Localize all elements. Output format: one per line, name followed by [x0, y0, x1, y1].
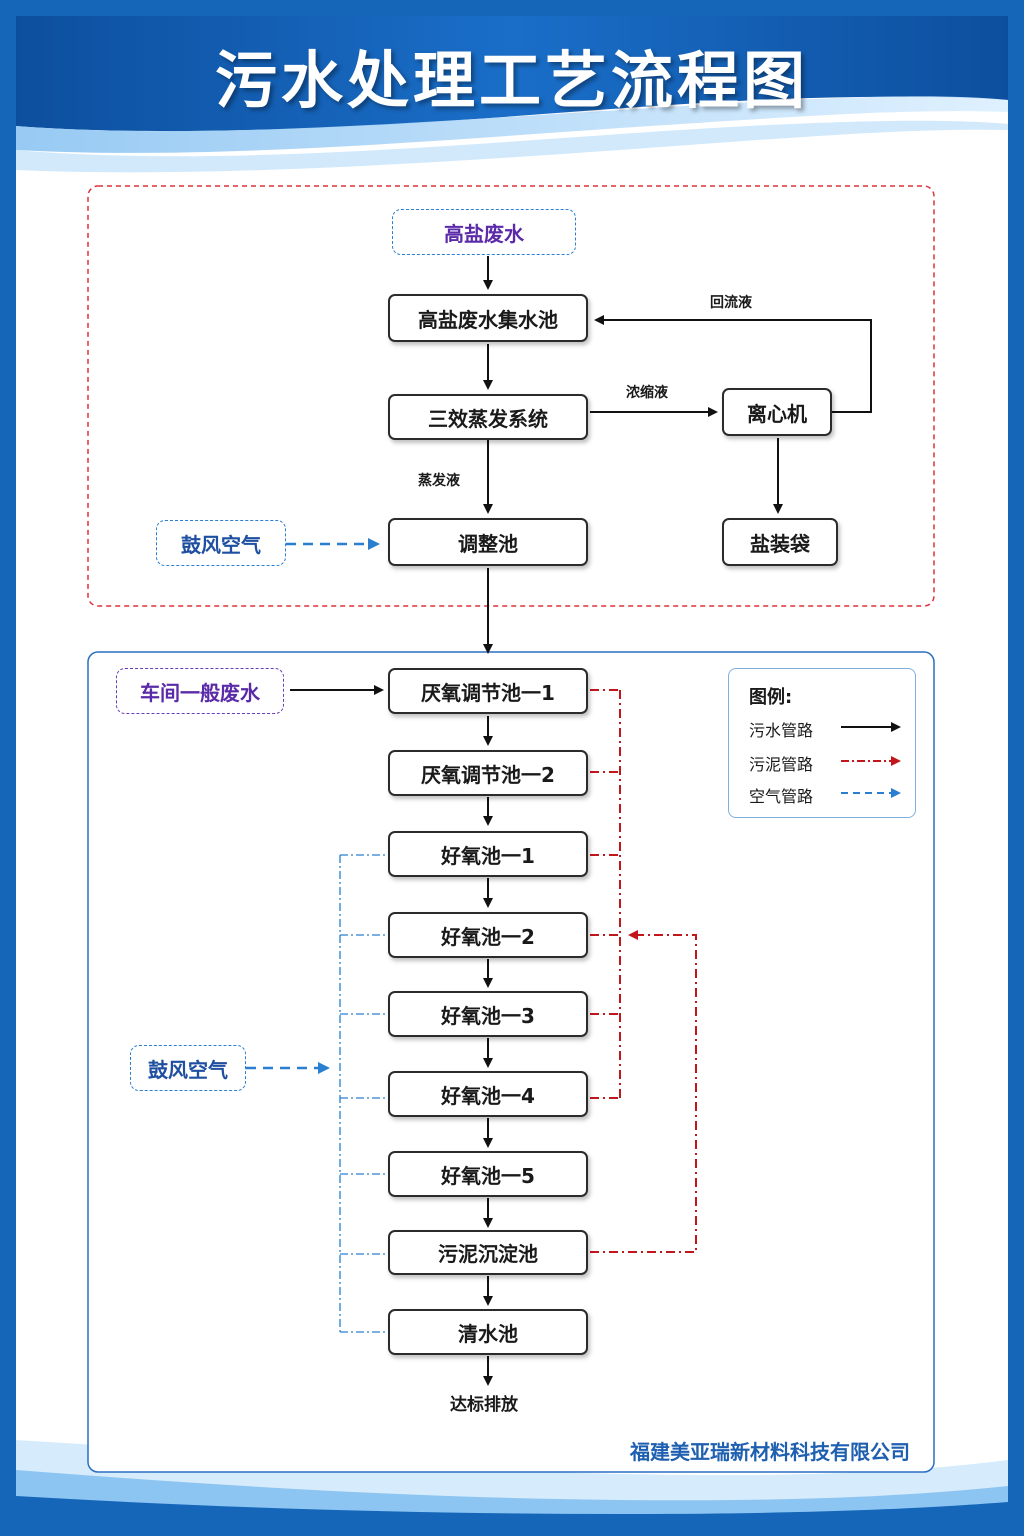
legend-swatches [841, 722, 901, 798]
legend-title: 图例: [749, 687, 793, 708]
legend-item-wastewater: 污水管路 [749, 721, 814, 740]
clear-water-tank: 清水池 [388, 1309, 588, 1355]
general-wastewater-section-frame [87, 651, 935, 1473]
legend-item-air: 空气管路 [749, 787, 814, 806]
high-salt-wastewater-source: 高盐废水 [392, 209, 576, 255]
label-evaporate: 蒸发液 [418, 473, 460, 489]
adjustment-pool: 调整池 [388, 518, 588, 566]
aerobic-tank-2: 好氧池一2 [388, 912, 588, 958]
anaerobic-tank-2: 厌氧调节池一2 [388, 750, 588, 796]
company-name: 福建美亚瑞新材料科技有限公司 [630, 1440, 910, 1464]
label-concentrate: 浓缩液 [626, 385, 668, 401]
salt-bagging: 盐装袋 [722, 518, 838, 566]
aerobic-tank-3: 好氧池一3 [388, 991, 588, 1037]
aerobic-tank-5: 好氧池一5 [388, 1151, 588, 1197]
general-wastewater-source: 车间一般废水 [116, 668, 284, 714]
triple-effect-evaporator: 三效蒸发系统 [388, 394, 588, 440]
blower-air-source-top: 鼓风空气 [156, 520, 286, 566]
label-reflux: 回流液 [710, 295, 752, 311]
legend: 图例: 污水管路 污泥管路 空气管路 [728, 668, 916, 818]
arrow-reflux [594, 315, 872, 413]
air-distribution-lines [339, 854, 388, 1333]
blower-air-source-bottom: 鼓风空气 [130, 1045, 246, 1091]
sludge-settling-tank: 污泥沉淀池 [388, 1230, 588, 1275]
high-salt-collection-pool: 高盐废水集水池 [388, 294, 588, 342]
discharge-label: 达标排放 [450, 1395, 518, 1415]
page-title: 污水处理工艺流程图 [214, 44, 809, 117]
aerobic-tank-4: 好氧池一4 [388, 1071, 588, 1117]
centrifuge: 离心机 [722, 388, 832, 436]
anaerobic-tank-1: 厌氧调节池一1 [388, 668, 588, 714]
sludge-lines [590, 689, 697, 1253]
legend-item-sludge: 污泥管路 [749, 755, 814, 774]
aerobic-tank-1: 好氧池一1 [388, 831, 588, 877]
